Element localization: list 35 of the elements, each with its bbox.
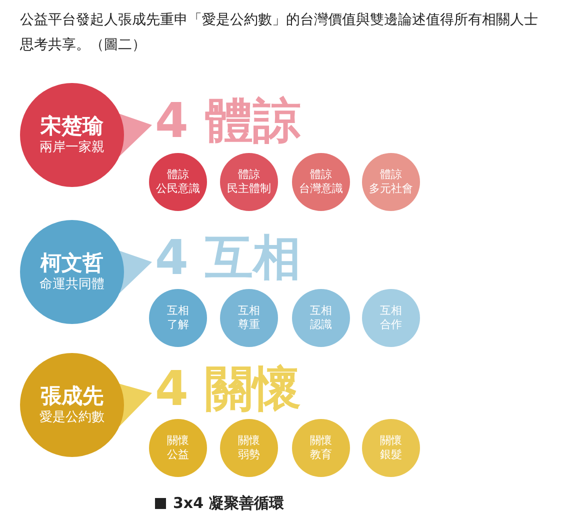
- heading-text: 4 互相: [155, 232, 302, 284]
- value-text: 銀髮: [380, 448, 402, 462]
- heading-text: 4 關懷: [155, 363, 302, 415]
- heading-text: 4 體諒: [155, 95, 302, 147]
- value-title: 體諒: [310, 168, 332, 182]
- value-text: 台灣意識: [299, 182, 343, 196]
- value-text: 多元社會: [369, 182, 413, 196]
- slogan-text: 兩岸一家親: [40, 139, 104, 157]
- value-title: 互相: [238, 304, 260, 318]
- value-text: 認識: [310, 318, 332, 332]
- value-title: 體諒: [238, 168, 260, 182]
- value-title: 關懷: [238, 434, 260, 448]
- slogan-text: 命運共同體: [40, 276, 104, 294]
- value-title: 體諒: [167, 168, 189, 182]
- intro-paragraph: 公益平台發起人張成先重申「愛是公約數」的台灣價值與雙邊論述值得所有相關人士思考共享。（圖二）: [20, 11, 539, 55]
- value-title: 關懷: [380, 434, 402, 448]
- name-text: 柯文哲: [40, 250, 104, 276]
- value-title: 互相: [310, 304, 332, 318]
- value-text: 公民意識: [156, 182, 200, 196]
- value-text: 合作: [380, 318, 402, 332]
- value-text: 民主體制: [227, 182, 271, 196]
- value-title: 互相: [167, 304, 189, 318]
- value-title: 體諒: [380, 168, 402, 182]
- value-text: 公益: [167, 448, 189, 462]
- name-text: 張成先: [40, 383, 104, 409]
- value-text: 了解: [167, 318, 189, 332]
- value-text: 尊重: [238, 318, 260, 332]
- name-text: 宋楚瑜: [40, 113, 104, 139]
- value-text: 弱勢: [238, 448, 260, 462]
- value-title: 關懷: [310, 434, 332, 448]
- slogan-text: 愛是公約數: [40, 409, 104, 427]
- caption-text: 3x4 凝聚善循環: [173, 494, 284, 513]
- value-text: 教育: [310, 448, 332, 462]
- value-title: 關懷: [167, 434, 189, 448]
- value-title: 互相: [380, 304, 402, 318]
